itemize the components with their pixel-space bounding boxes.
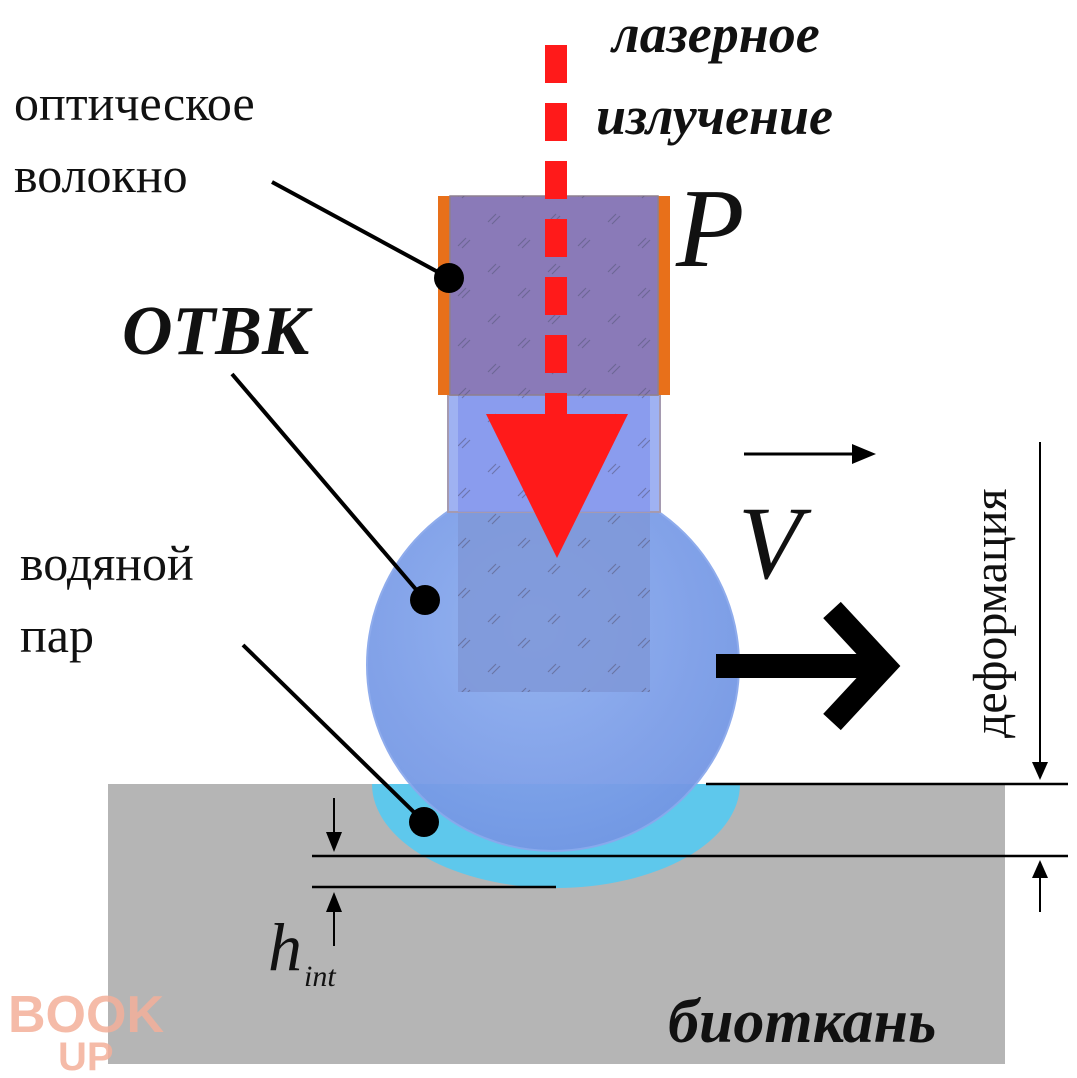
label-vapor-line1: водяной xyxy=(20,535,194,591)
laser-arrowhead xyxy=(486,414,628,558)
label-h: h xyxy=(268,909,302,985)
motion-arrow xyxy=(716,601,901,731)
label-h-subscript: int xyxy=(304,960,336,993)
label-vapor-line2: пар xyxy=(20,607,94,663)
label-otvk: ОТВК xyxy=(122,293,313,370)
fiber-cladding-left xyxy=(438,196,450,395)
label-laser-line2: излучение xyxy=(596,86,833,146)
dimension-lines xyxy=(312,782,1068,889)
label-velocity: V xyxy=(738,486,812,601)
vapor-leader xyxy=(241,643,439,837)
label-laser-line1: лазерное xyxy=(610,4,820,64)
h-int-arrows xyxy=(326,798,342,946)
otvk-leader xyxy=(230,372,440,615)
watermark-logo: BOOK UP xyxy=(8,986,164,1078)
watermark-book: BOOK xyxy=(8,986,164,1044)
label-power: P xyxy=(675,167,744,291)
fiber-leader xyxy=(271,180,464,293)
watermark-up: UP xyxy=(58,1035,114,1078)
velocity-vector-arrow xyxy=(744,444,876,464)
label-deformation: деформация xyxy=(964,489,1017,739)
label-biotissue: биоткань xyxy=(668,988,936,1056)
deformation-arrows xyxy=(1032,442,1048,912)
label-fiber-line2: волокно xyxy=(14,147,188,203)
fiber-cladding-right xyxy=(658,196,670,395)
label-fiber-line1: оптическое xyxy=(14,75,255,131)
